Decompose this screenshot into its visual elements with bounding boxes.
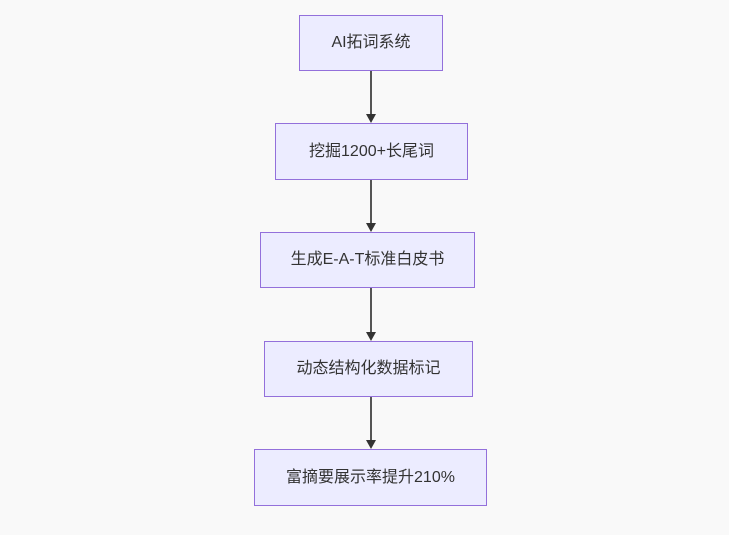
arrow-line <box>370 180 372 223</box>
arrowhead-down-icon <box>366 114 376 123</box>
arrowhead-down-icon <box>366 440 376 449</box>
flow-arrow-4 <box>366 397 376 449</box>
arrow-line <box>370 71 372 114</box>
arrowhead-down-icon <box>366 332 376 341</box>
arrowhead-down-icon <box>366 223 376 232</box>
flow-node-rich-snippet-result: 富摘要展示率提升210% <box>254 449 487 506</box>
flow-node-structured-data-markup: 动态结构化数据标记 <box>264 341 473 397</box>
flow-node-ai-keyword-system: AI拓词系统 <box>299 15 443 71</box>
flow-arrow-3 <box>366 288 376 341</box>
flow-node-eat-whitepaper: 生成E-A-T标准白皮书 <box>260 232 475 288</box>
flow-node-longtail-mining: 挖掘1200+长尾词 <box>275 123 468 180</box>
flow-arrow-2 <box>366 180 376 232</box>
arrow-line <box>370 288 372 332</box>
arrow-line <box>370 397 372 440</box>
flow-arrow-1 <box>366 71 376 123</box>
